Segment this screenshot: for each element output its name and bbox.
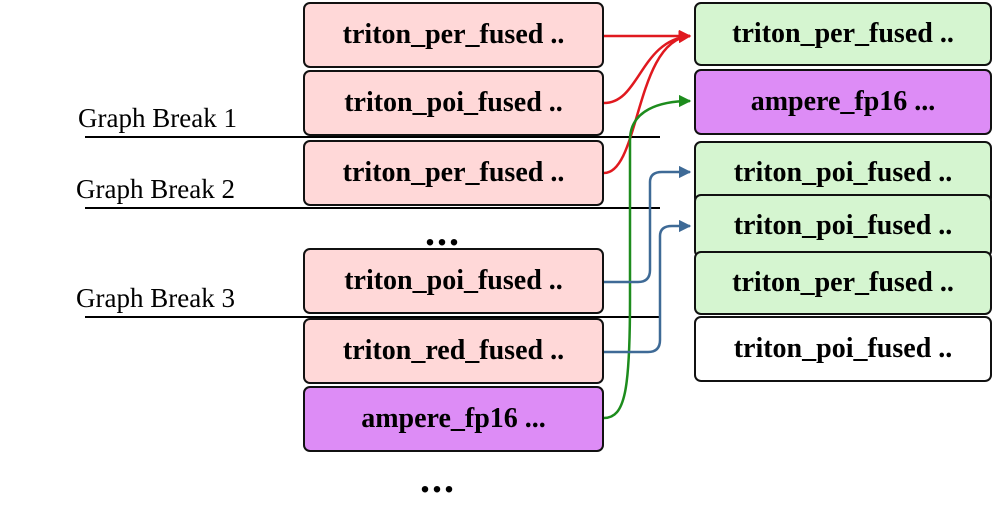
left-kernel-box: triton_per_fused .. bbox=[303, 140, 604, 206]
right-kernel-label: ampere_fp16 ... bbox=[750, 86, 936, 117]
right-kernel-box: triton_per_fused .. bbox=[694, 251, 992, 315]
link-left1-right0 bbox=[603, 30, 692, 105]
ellipsis-lower: ... bbox=[420, 456, 456, 501]
left-kernel-box: triton_poi_fused .. bbox=[303, 248, 604, 314]
link-left5-right1 bbox=[603, 94, 692, 420]
left-kernel-box: triton_poi_fused .. bbox=[303, 70, 604, 136]
ellipsis-upper: ... bbox=[425, 209, 461, 254]
right-kernel-box: triton_poi_fused .. bbox=[694, 194, 992, 258]
left-kernel-label: triton_poi_fused .. bbox=[344, 87, 563, 118]
graph-break-label-1: Graph Break 1 bbox=[78, 103, 237, 133]
left-kernel-box: ampere_fp16 ... bbox=[303, 386, 604, 452]
right-kernel-label: triton_poi_fused .. bbox=[733, 333, 953, 364]
right-kernel-box: ampere_fp16 ... bbox=[694, 69, 992, 135]
right-kernel-box: triton_per_fused .. bbox=[694, 2, 992, 66]
left-kernel-label: triton_per_fused .. bbox=[342, 19, 565, 50]
left-kernel-label: ampere_fp16 ... bbox=[361, 403, 546, 434]
left-kernel-label: triton_red_fused .. bbox=[342, 335, 565, 366]
left-kernel-label: triton_per_fused .. bbox=[342, 157, 565, 188]
right-kernel-label: triton_poi_fused .. bbox=[733, 157, 953, 188]
link-left4-right3 bbox=[604, 219, 692, 354]
right-kernel-label: triton_per_fused .. bbox=[732, 267, 954, 298]
left-kernel-box: triton_per_fused .. bbox=[303, 2, 604, 68]
link-left3-right2 bbox=[604, 165, 692, 284]
link-left2-right0 bbox=[603, 30, 692, 175]
graph-break-label-2: Graph Break 2 bbox=[76, 174, 235, 204]
right-kernel-box: triton_poi_fused .. bbox=[694, 316, 992, 382]
right-kernel-label: triton_per_fused .. bbox=[732, 18, 954, 49]
right-kernel-label: triton_poi_fused .. bbox=[733, 210, 953, 241]
left-kernel-label: triton_poi_fused .. bbox=[344, 265, 563, 296]
graph-break-label-3: Graph Break 3 bbox=[76, 283, 235, 313]
left-kernel-box: triton_red_fused .. bbox=[303, 318, 604, 384]
